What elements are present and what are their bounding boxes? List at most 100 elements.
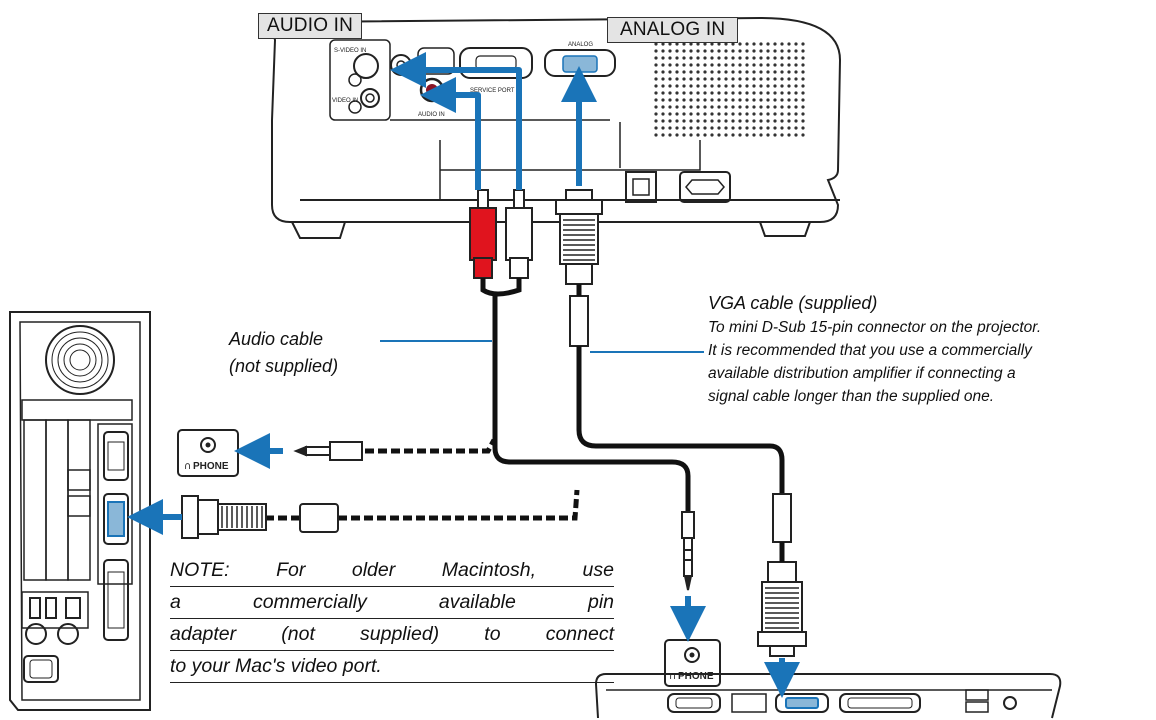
vga-desc-1: To mini D-Sub 15-pin connector on the pr… <box>708 319 1042 336</box>
vent-dot <box>787 42 791 46</box>
vent-dot <box>689 119 693 123</box>
vent-dot <box>703 49 707 53</box>
vent-dot <box>780 105 784 109</box>
vent-dot <box>654 63 658 67</box>
vga-plug-top <box>555 189 603 347</box>
vent-dot <box>801 70 805 74</box>
vent-dot <box>731 77 735 81</box>
vent-dot <box>675 42 679 46</box>
vent-dot <box>752 70 756 74</box>
vent-dot <box>794 63 798 67</box>
dashed-audio-cable <box>365 438 497 454</box>
note-line-3: adapter (not supplied) to connect <box>170 619 614 651</box>
vent-dot <box>766 56 770 60</box>
vent-dot <box>703 98 707 102</box>
mini-jack-plug <box>681 511 695 591</box>
vent-dot <box>696 133 700 137</box>
vent-dot <box>717 42 721 46</box>
vent-dot <box>801 56 805 60</box>
vent-dot <box>766 126 770 130</box>
vent-dot <box>654 126 658 130</box>
vent-dot <box>801 112 805 116</box>
vent-dot <box>696 70 700 74</box>
vent-dot <box>738 56 742 60</box>
vent-dot <box>675 56 679 60</box>
vent-dot <box>745 49 749 53</box>
vent-dot <box>773 42 777 46</box>
vent-dot <box>689 49 693 53</box>
vent-dot <box>703 126 707 130</box>
vent-dot <box>766 105 770 109</box>
vent-dot <box>654 42 658 46</box>
vent-dot <box>759 56 763 60</box>
vent-dot <box>675 77 679 81</box>
vent-dot <box>675 112 679 116</box>
vent-dot <box>780 63 784 67</box>
vent-dot <box>745 119 749 123</box>
vent-dot <box>696 42 700 46</box>
phone-jack-laptop: ∩ PHONE <box>664 639 721 687</box>
vent-dot <box>724 42 728 46</box>
vent-dot <box>654 112 658 116</box>
vent-dot <box>731 112 735 116</box>
mini-jack-pc <box>293 441 363 461</box>
vent-dot <box>696 119 700 123</box>
vent-dot <box>738 91 742 95</box>
vent-dot <box>724 63 728 67</box>
vent-dot <box>689 70 693 74</box>
vent-dot <box>731 70 735 74</box>
fan-icon <box>45 325 115 395</box>
vent-dot <box>780 77 784 81</box>
vent-dots <box>654 42 805 137</box>
vent-dot <box>752 133 756 137</box>
vent-dot <box>654 133 658 137</box>
vent-dot <box>738 112 742 116</box>
vent-dot <box>787 49 791 53</box>
vent-dot <box>654 49 658 53</box>
vent-dot <box>668 70 672 74</box>
vent-dot <box>759 133 763 137</box>
vent-dot <box>745 70 749 74</box>
headphone-icon: ∩ <box>669 671 676 682</box>
vent-dot <box>703 63 707 67</box>
vent-dot <box>773 112 777 116</box>
vent-dot <box>752 63 756 67</box>
vent-dot <box>724 126 728 130</box>
vent-dot <box>731 84 735 88</box>
vent-dot <box>738 42 742 46</box>
vent-dot <box>745 63 749 67</box>
vent-dot <box>794 119 798 123</box>
vent-dot <box>787 119 791 123</box>
vent-dot <box>696 112 700 116</box>
vent-dot <box>731 105 735 109</box>
laptop-vga-port <box>775 693 829 713</box>
vent-dot <box>654 105 658 109</box>
vent-dot <box>661 84 665 88</box>
vent-dot <box>661 105 665 109</box>
vent-dot <box>731 133 735 137</box>
vent-dot <box>731 49 735 53</box>
vent-dot <box>780 42 784 46</box>
vent-dot <box>731 126 735 130</box>
vent-dot <box>703 70 707 74</box>
vent-dot <box>724 119 728 123</box>
vent-dot <box>696 91 700 95</box>
vent-dot <box>661 119 665 123</box>
vent-dot <box>745 77 749 81</box>
headphone-icon: ∩ <box>184 461 191 472</box>
vent-dot <box>654 56 658 60</box>
vent-dot <box>766 42 770 46</box>
vent-dot <box>696 126 700 130</box>
vent-dot <box>766 77 770 81</box>
vent-dot <box>794 49 798 53</box>
vent-dot <box>696 84 700 88</box>
vent-dot <box>703 112 707 116</box>
vent-dot <box>724 133 728 137</box>
vent-dot <box>717 126 721 130</box>
vent-dot <box>766 70 770 74</box>
laptop <box>594 673 1062 719</box>
vent-dot <box>717 105 721 109</box>
vent-dot <box>668 56 672 60</box>
vent-dot <box>675 119 679 123</box>
